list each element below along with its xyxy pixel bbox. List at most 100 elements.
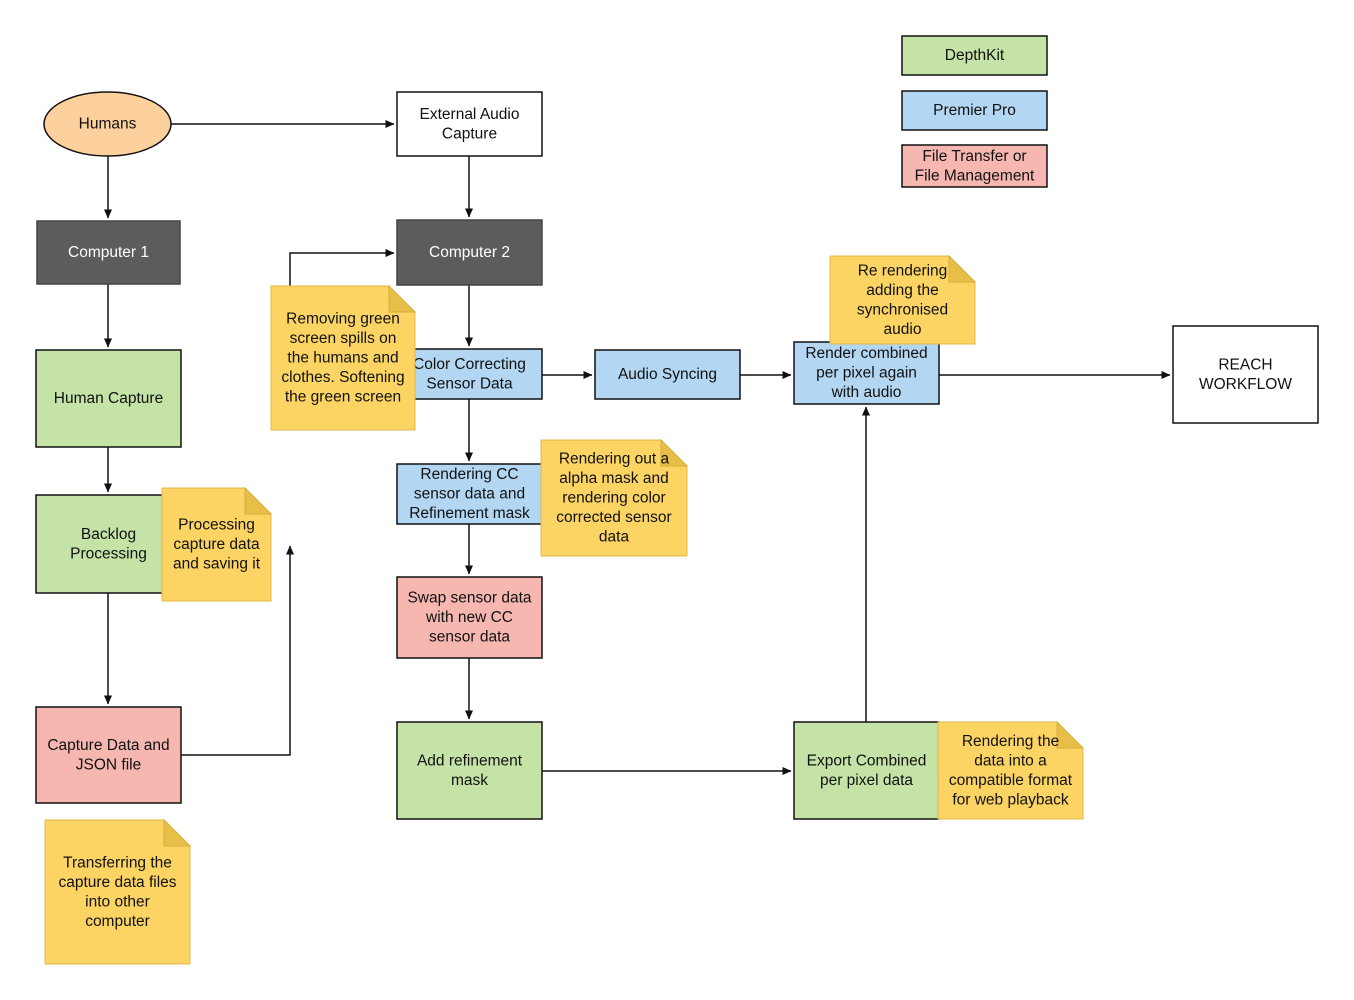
label-line: Export Combined bbox=[807, 752, 927, 769]
label-line: Removing green bbox=[286, 311, 400, 328]
label-line: Computer 2 bbox=[429, 244, 510, 261]
label-line: Premier Pro bbox=[933, 102, 1016, 119]
sticky-note-shape bbox=[44, 819, 191, 965]
label-line: per pixel data bbox=[820, 772, 913, 789]
label-line: audio bbox=[884, 321, 922, 338]
sticky-note-fold bbox=[948, 254, 977, 283]
label-line: Rendering CC bbox=[420, 466, 518, 483]
note-rendering-alpha[interactable]: Rendering out a alpha mask and rendering c… bbox=[540, 438, 689, 557]
label-line: data bbox=[599, 529, 630, 546]
label-line: with audio bbox=[831, 384, 902, 401]
label-line: Refinement mask bbox=[409, 505, 530, 522]
label-line: Capture Data and bbox=[47, 737, 169, 754]
legend-swatch bbox=[901, 144, 1048, 188]
label-line: Humans bbox=[79, 116, 137, 133]
label-line: External Audio bbox=[420, 106, 520, 123]
add-refinement-shape bbox=[396, 721, 543, 820]
label-line: for web playback bbox=[952, 791, 1069, 808]
color-correcting-shape bbox=[396, 348, 543, 400]
label-line: data into a bbox=[974, 752, 1047, 769]
sticky-note-fold bbox=[244, 486, 273, 515]
human-capture-node[interactable]: Human Capture bbox=[35, 349, 182, 448]
label-line: Audio Syncing bbox=[618, 366, 717, 383]
legend-swatch bbox=[901, 35, 1048, 76]
sticky-note-fold bbox=[388, 284, 417, 313]
note-removing-green[interactable]: Removing green screen spills on the humans… bbox=[270, 284, 417, 431]
label-line: Render combined bbox=[805, 345, 927, 362]
label-line: Rendering the bbox=[962, 733, 1059, 750]
label-line: capture data bbox=[173, 536, 260, 553]
label-line: per pixel again bbox=[816, 365, 917, 382]
sticky-note-shape bbox=[540, 439, 688, 557]
computer-2-shape bbox=[396, 219, 543, 286]
label-line: Re rendering bbox=[858, 262, 948, 279]
reach-workflow-node[interactable]: REACH WORKFLOW bbox=[1172, 325, 1319, 424]
computer-1-node[interactable]: Computer 1 bbox=[36, 220, 181, 285]
label-line: synchronised bbox=[857, 301, 948, 318]
label-line: Color Correcting bbox=[413, 356, 526, 373]
computer-2-node[interactable]: Computer 2 bbox=[396, 219, 543, 286]
label-line: capture data files bbox=[58, 874, 176, 891]
label-line: screen spills on bbox=[290, 330, 397, 347]
label-line: mask bbox=[451, 772, 488, 789]
label-line: Swap sensor data bbox=[407, 590, 531, 607]
sticky-note-fold bbox=[1056, 720, 1085, 749]
render-combined-node[interactable]: Render combined per pixel again with audio bbox=[793, 341, 940, 405]
label-line: REACH bbox=[1218, 356, 1272, 373]
sticky-note-shape bbox=[829, 255, 976, 345]
export-combined-node[interactable]: Export Combined per pixel data bbox=[793, 721, 940, 820]
label-line: sensor data and bbox=[414, 486, 525, 503]
legend-swatch bbox=[901, 90, 1048, 131]
label-line: JSON file bbox=[76, 756, 141, 773]
edge-capture-data-to-computer-2-lower bbox=[181, 545, 295, 756]
label-line: compatible format bbox=[949, 772, 1073, 789]
label-line: into other bbox=[85, 893, 150, 910]
label-line: Processing bbox=[178, 517, 255, 534]
sticky-note-shape bbox=[937, 721, 1084, 820]
label-line: Transferring the bbox=[63, 854, 172, 871]
label-line: DepthKit bbox=[945, 47, 1005, 64]
label-line: WORKFLOW bbox=[1199, 376, 1292, 393]
note-re-rendering[interactable]: Re rendering adding the synchronised audio bbox=[829, 254, 977, 345]
audio-syncing-shape bbox=[594, 349, 741, 400]
humans-node[interactable]: Humans bbox=[43, 91, 172, 157]
label-line: the green screen bbox=[285, 389, 401, 406]
label-line: Human Capture bbox=[54, 390, 163, 407]
sticky-note-fold bbox=[163, 818, 192, 847]
edge-capture-data-to-computer-2-upper bbox=[289, 248, 395, 286]
connector-layer bbox=[103, 119, 1171, 776]
note-transferring[interactable]: Transferring the capture data files into o… bbox=[44, 818, 192, 965]
label-line: clothes. Softening bbox=[281, 369, 404, 386]
label-line: adding the bbox=[866, 282, 938, 299]
label-line: Sensor Data bbox=[426, 375, 513, 392]
export-combined-shape bbox=[793, 721, 940, 820]
legend-item-depthkit: DepthKit bbox=[901, 35, 1048, 76]
add-refinement-node[interactable]: Add refinement mask bbox=[396, 721, 543, 820]
label-line: Add refinement bbox=[417, 752, 523, 769]
label-line: the humans and bbox=[287, 350, 398, 367]
label-line: alpha mask and bbox=[559, 470, 668, 487]
label-line: corrected sensor bbox=[556, 509, 671, 526]
sticky-note-shape bbox=[161, 487, 272, 602]
human-capture-shape bbox=[35, 349, 182, 448]
note-web-playback[interactable]: Rendering the data into a compatible forma… bbox=[937, 720, 1085, 820]
sticky-note-fold bbox=[660, 438, 689, 467]
label-line: Rendering out a bbox=[559, 451, 670, 468]
label-line: rendering color bbox=[562, 490, 665, 507]
label-line: computer bbox=[85, 913, 150, 930]
swap-sensor-shape bbox=[396, 576, 543, 659]
audio-syncing-node[interactable]: Audio Syncing bbox=[594, 349, 741, 400]
label-line: File Transfer or bbox=[922, 148, 1026, 165]
backlog-processing-shape bbox=[35, 494, 182, 594]
label-line: Capture bbox=[442, 125, 497, 142]
